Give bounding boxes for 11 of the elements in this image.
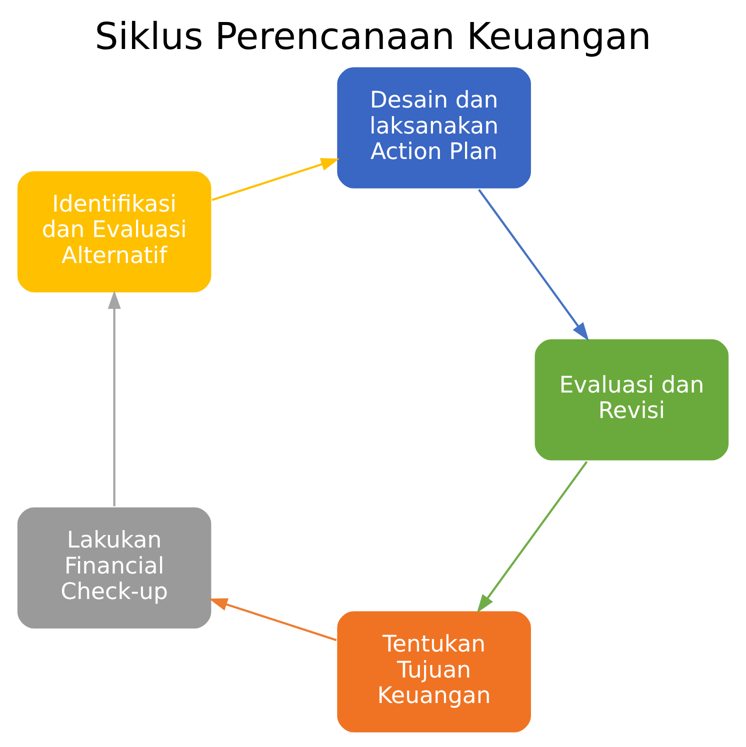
arrow — [478, 188, 589, 341]
node-box: Evaluasi dan Revisi — [533, 338, 730, 462]
diagram-title: Siklus Perencanaan Keuangan — [94, 15, 652, 58]
node-box: Lakukan Financial Check-up — [16, 506, 213, 630]
node-box: Tentukan Tujuan Keuangan — [336, 610, 532, 734]
arrow — [108, 290, 121, 506]
node-box: Identifikasi dan Evaluasi Alternatif — [16, 170, 213, 294]
arrow — [212, 158, 340, 202]
node-box: Desain dan laksanakan Action Plan — [336, 66, 532, 190]
arrow — [476, 460, 588, 613]
arrow — [208, 598, 337, 642]
